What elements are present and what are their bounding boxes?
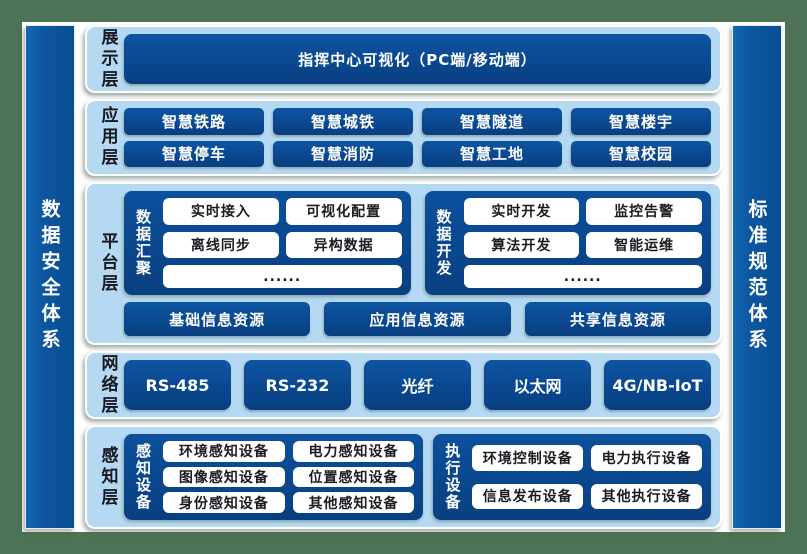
- layer-display-label: 展示层: [97, 27, 118, 91]
- group-sensing-devices-grid: 环境感知设备 电力感知设备 图像感知设备 位置感知设备 身份感知设备 其他感知设…: [163, 441, 415, 513]
- pillar-data-security-label: 数据安全体系: [38, 199, 61, 355]
- node-ethernet: 以太网: [484, 360, 591, 410]
- pillar-standards: 标准规范体系: [732, 25, 782, 529]
- node-environment-sensing-device: 环境感知设备: [163, 441, 285, 462]
- layer-platform-label: 平台层: [97, 232, 118, 295]
- node-power-sensing-device: 电力感知设备: [292, 441, 415, 462]
- group-execution-devices-grid: 环境控制设备 电力执行设备 信息发布设备 其他执行设备: [472, 441, 702, 513]
- group-sensing-devices-label: 感知设备: [134, 443, 152, 511]
- group-execution-devices: 执行设备 环境控制设备 电力执行设备 信息发布设备 其他执行设备: [433, 434, 711, 520]
- diagram-panel: 数据安全体系 展示层 指挥中心可视化（PC端/移动端） 应用层 智慧铁路 智慧: [22, 22, 785, 532]
- node-smart-campus: 智慧校园: [571, 140, 711, 167]
- node-monitoring-alerts: 监控告警: [586, 198, 702, 225]
- node-smart-firefighting: 智慧消防: [273, 140, 413, 167]
- node-rs232: RS-232: [244, 360, 351, 410]
- group-data-development-label-column: 数据开发: [434, 198, 455, 288]
- layer-platform: 平台层 数据汇聚 实时接入 可视化配置 离线同步 异构数据: [85, 182, 722, 345]
- node-application-info-resources: 应用信息资源: [324, 302, 511, 336]
- layer-perception: 感知层 感知设备 环境感知设备 电力感知设备 图像感知设备 位置感知设备 身份感…: [85, 425, 722, 529]
- layer-platform-content: 数据汇聚 实时接入 可视化配置 离线同步 异构数据 ......: [124, 191, 711, 336]
- node-power-execution-device: 电力执行设备: [591, 445, 702, 471]
- node-rs485: RS-485: [124, 360, 231, 410]
- layer-perception-content: 感知设备 环境感知设备 电力感知设备 图像感知设备 位置感知设备 身份感知设备 …: [124, 434, 711, 520]
- node-4g-nb-iot: 4G/NB-IoT: [604, 360, 711, 410]
- node-smart-building: 智慧楼宇: [571, 108, 711, 135]
- node-image-sensing-device: 图像感知设备: [163, 466, 285, 488]
- layer-perception-label: 感知层: [97, 445, 118, 509]
- node-development-more: ......: [463, 265, 702, 288]
- node-identity-sensing-device: 身份感知设备: [163, 492, 285, 513]
- group-data-development: 数据开发 实时开发 监控告警 算法开发 智能运维 ......: [424, 191, 711, 295]
- node-shared-info-resources: 共享信息资源: [524, 302, 711, 336]
- group-execution-devices-label: 执行设备: [443, 443, 462, 511]
- layer-network-label-column: 网络层: [92, 354, 124, 417]
- group-execution-devices-label-column: 执行设备: [442, 441, 463, 513]
- node-location-sensing-device: 位置感知设备: [292, 466, 415, 488]
- node-realtime-development: 实时开发: [463, 198, 580, 225]
- platform-groups-row: 数据汇聚 实时接入 可视化配置 离线同步 异构数据 ......: [124, 191, 711, 295]
- node-optical-fiber: 光纤: [364, 360, 471, 410]
- layer-display-label-column: 展示层: [92, 28, 124, 91]
- layers-column: 展示层 指挥中心可视化（PC端/移动端） 应用层 智慧铁路 智慧城铁 智慧隧道 …: [85, 25, 722, 529]
- node-smart-railway: 智慧铁路: [124, 108, 264, 135]
- node-info-publishing-device: 信息发布设备: [472, 483, 584, 509]
- layer-display: 展示层 指挥中心可视化（PC端/移动端）: [85, 25, 722, 93]
- node-aggregation-more: ......: [163, 265, 402, 288]
- layer-display-content: 指挥中心可视化（PC端/移动端）: [124, 34, 711, 84]
- network-items-grid: RS-485 RS-232 光纤 以太网 4G/NB-IoT: [124, 360, 711, 410]
- layer-network: 网络层 RS-485 RS-232 光纤 以太网 4G/NB-IoT: [85, 351, 722, 419]
- group-data-aggregation-label-column: 数据汇聚: [133, 198, 154, 288]
- group-data-aggregation: 数据汇聚 实时接入 可视化配置 离线同步 异构数据 ......: [124, 191, 411, 295]
- pillar-data-security: 数据安全体系: [25, 25, 75, 529]
- layer-perception-label-column: 感知层: [92, 434, 124, 520]
- node-smart-worksite: 智慧工地: [422, 140, 562, 167]
- layer-application: 应用层 智慧铁路 智慧城铁 智慧隧道 智慧楼宇 智慧停车 智慧消防 智慧工地 智…: [85, 99, 722, 176]
- node-visual-config: 可视化配置: [285, 198, 402, 225]
- node-other-execution-device: 其他执行设备: [591, 483, 702, 509]
- group-data-development-label: 数据开发: [434, 209, 453, 277]
- group-sensing-devices: 感知设备 环境感知设备 电力感知设备 图像感知设备 位置感知设备 身份感知设备 …: [124, 434, 424, 520]
- node-environment-control-device: 环境控制设备: [472, 445, 584, 471]
- node-smart-tunnel: 智慧隧道: [422, 108, 562, 135]
- application-items-grid: 智慧铁路 智慧城铁 智慧隧道 智慧楼宇 智慧停车 智慧消防 智慧工地 智慧校园: [124, 108, 711, 167]
- node-realtime-access: 实时接入: [163, 198, 279, 225]
- group-sensing-devices-label-column: 感知设备: [133, 441, 154, 513]
- group-data-development-grid: 实时开发 监控告警 算法开发 智能运维 ......: [463, 198, 702, 288]
- node-command-center-visualization: 指挥中心可视化（PC端/移动端）: [124, 34, 711, 84]
- node-smart-parking: 智慧停车: [124, 140, 264, 167]
- group-data-aggregation-label: 数据汇聚: [134, 209, 152, 277]
- node-other-sensing-device: 其他感知设备: [292, 492, 415, 513]
- node-basic-info-resources: 基础信息资源: [124, 302, 311, 336]
- layer-application-label: 应用层: [97, 106, 118, 169]
- node-smart-metro: 智慧城铁: [273, 108, 413, 135]
- pillar-standards-label: 标准规范体系: [745, 199, 768, 355]
- node-algorithm-development: 算法开发: [463, 231, 580, 259]
- layer-network-label: 网络层: [97, 353, 118, 417]
- node-intelligent-ops: 智能运维: [586, 231, 702, 259]
- group-data-aggregation-grid: 实时接入 可视化配置 离线同步 异构数据 ......: [163, 198, 402, 288]
- layer-platform-label-column: 平台层: [92, 191, 124, 336]
- node-heterogeneous-data: 异构数据: [285, 231, 402, 259]
- node-offline-sync: 离线同步: [163, 231, 279, 259]
- platform-resources-row: 基础信息资源 应用信息资源 共享信息资源: [124, 302, 711, 336]
- layer-application-label-column: 应用层: [92, 106, 124, 169]
